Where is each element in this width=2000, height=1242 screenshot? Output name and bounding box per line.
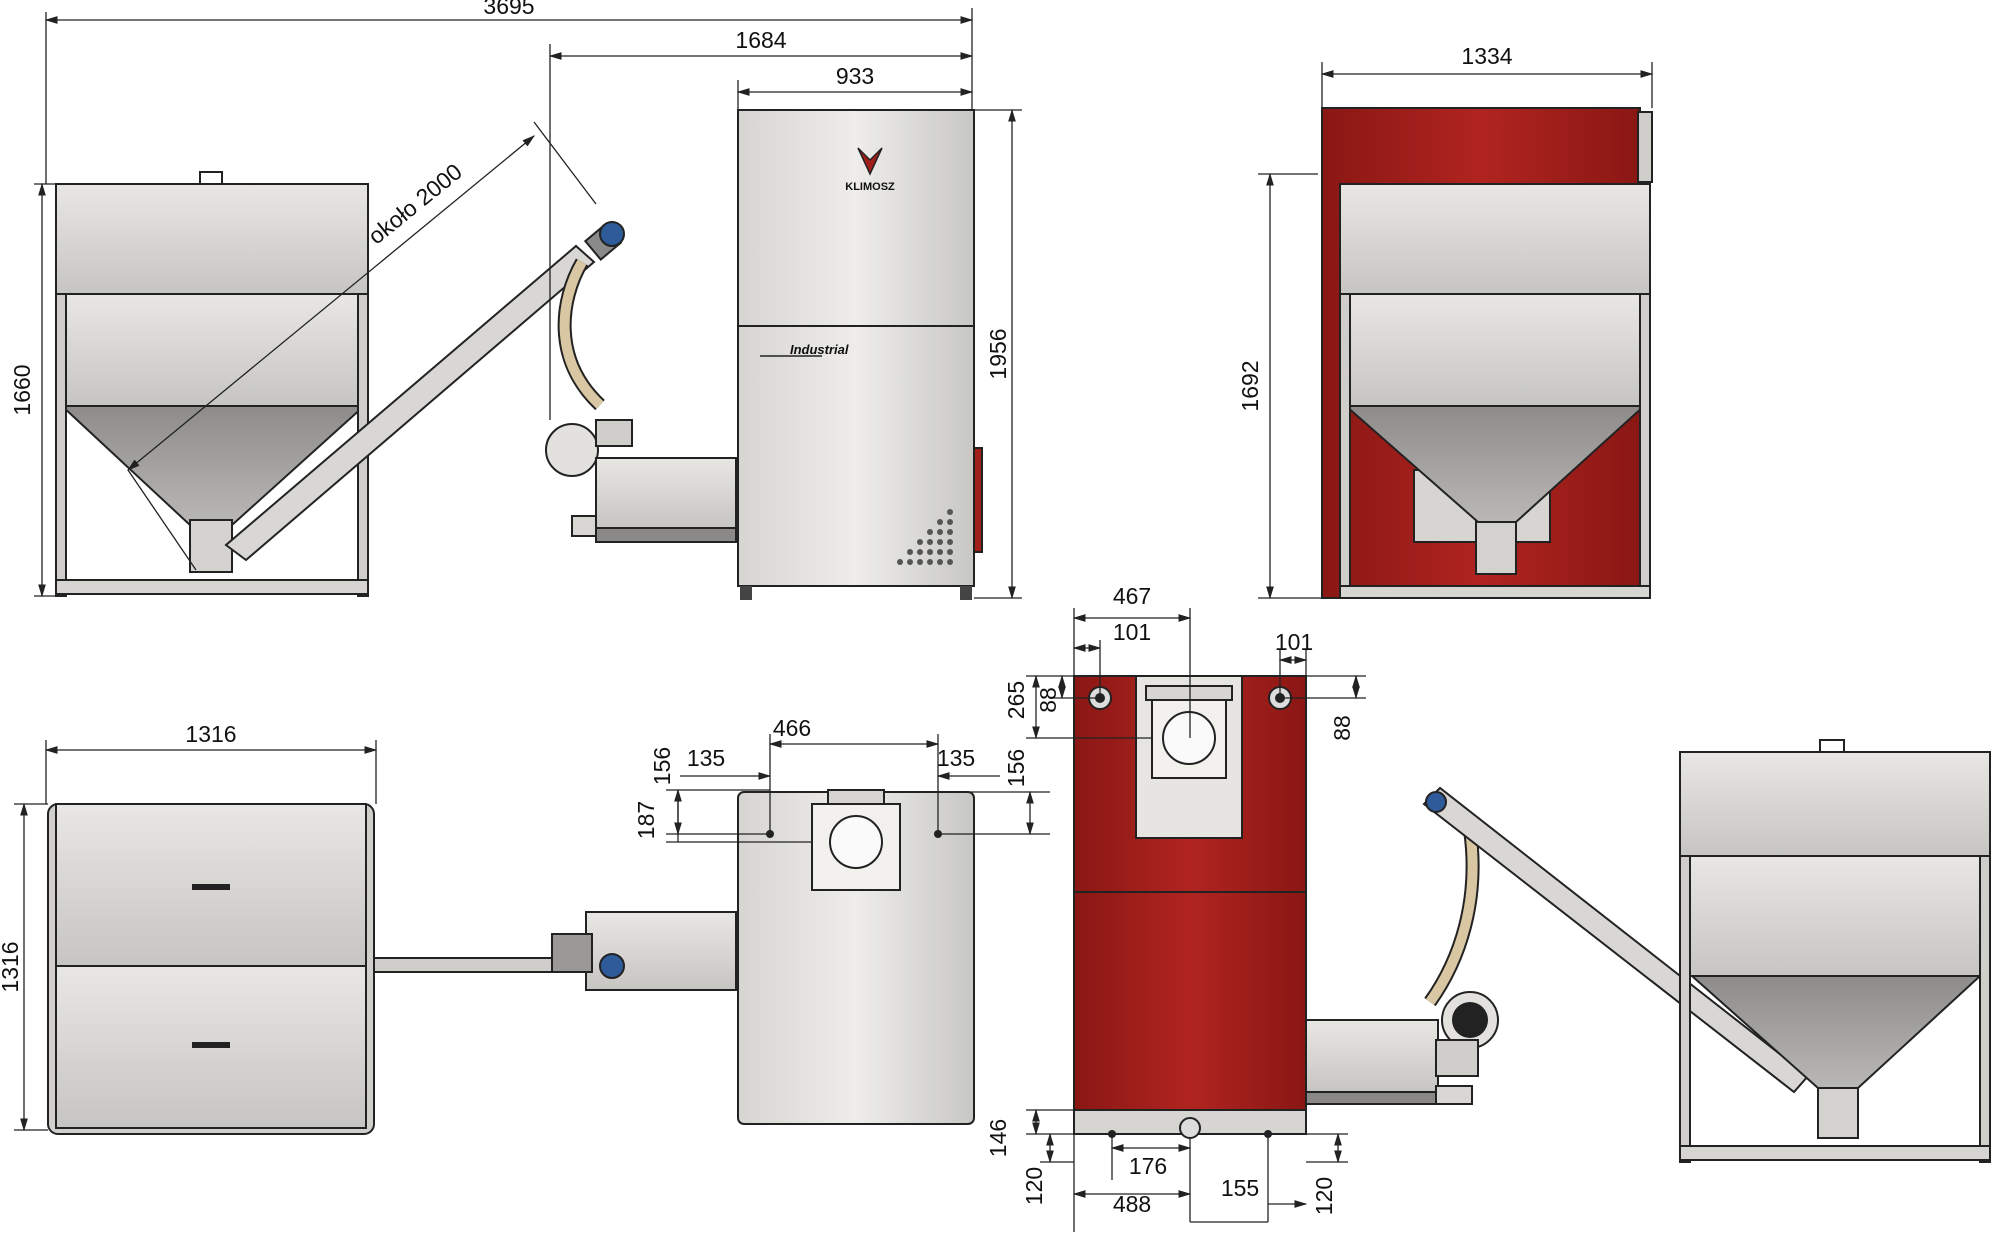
dim-rear-flue-top: 265 <box>1003 681 1029 719</box>
dim-overall-width: 3695 <box>483 0 534 19</box>
dim-rear-flue-offset: 467 <box>1113 583 1151 609</box>
dim-rear-bottom-center-offset: 176 <box>1129 1153 1167 1179</box>
dim-rear-bottom-left-offset: 488 <box>1113 1191 1151 1217</box>
dim-rear-bottom-port-height: 146 <box>985 1119 1011 1157</box>
dim-rear-port-offset-right: 101 <box>1275 629 1313 655</box>
dim-top-hopper-depth: 1316 <box>0 941 23 992</box>
side-logo: KLIMOSZ <box>845 181 895 193</box>
dim-rear-port-offset-left: 101 <box>1113 619 1151 645</box>
front-view: 1334 1692 <box>1237 43 1654 600</box>
dim-rear-port-top-right: 88 <box>1329 715 1355 741</box>
dim-top-port-offset-left: 135 <box>687 745 725 771</box>
rear-dimensions: 467 101 101 265 88 88 146 120 120 <box>985 583 1366 1232</box>
dim-boiler-height: 1956 <box>985 328 1011 379</box>
side-view-2 <box>1422 739 1991 1163</box>
side-view: KLIMOSZ Industrial 3695 1684 933 <box>9 0 1022 600</box>
dim-boiler-depth: 933 <box>836 63 874 89</box>
side-hopper <box>55 171 369 597</box>
dim-top-port-depth-left: 156 <box>649 747 675 785</box>
dim-hopper-height: 1660 <box>9 364 35 415</box>
dim-rear-bottom-right-offset: 155 <box>1221 1175 1259 1201</box>
dim-front-width: 1334 <box>1461 43 1512 69</box>
dim-top-port-offset-right: 135 <box>937 745 975 771</box>
rear-view: 467 101 101 265 88 88 146 120 120 <box>985 583 1499 1232</box>
top-view: 1316 1316 466 135 135 156 156 187 <box>0 715 1050 1135</box>
dim-rear-bottom-left-height: 120 <box>1021 1167 1047 1205</box>
side-boiler: KLIMOSZ Industrial <box>737 109 983 600</box>
side-burner <box>545 419 737 543</box>
dim-front-height: 1692 <box>1237 360 1263 411</box>
dim-top-flue-spacing: 466 <box>773 715 811 741</box>
dim-top-port-depth-right: 156 <box>1003 749 1029 787</box>
side-model-label: Industrial <box>790 342 849 357</box>
dim-rear-port-top-left: 88 <box>1035 687 1061 713</box>
vent-dots <box>897 509 953 565</box>
top-dimensions: 1316 1316 466 135 135 156 156 187 <box>0 715 1050 1132</box>
dim-top-hopper-width: 1316 <box>185 721 236 747</box>
front-dimensions: 1334 1692 <box>1237 43 1654 600</box>
dim-boiler-burner: 1684 <box>735 27 786 53</box>
dim-top-flue-depth: 187 <box>633 801 659 839</box>
dim-rear-bottom-right-height: 120 <box>1311 1177 1337 1215</box>
